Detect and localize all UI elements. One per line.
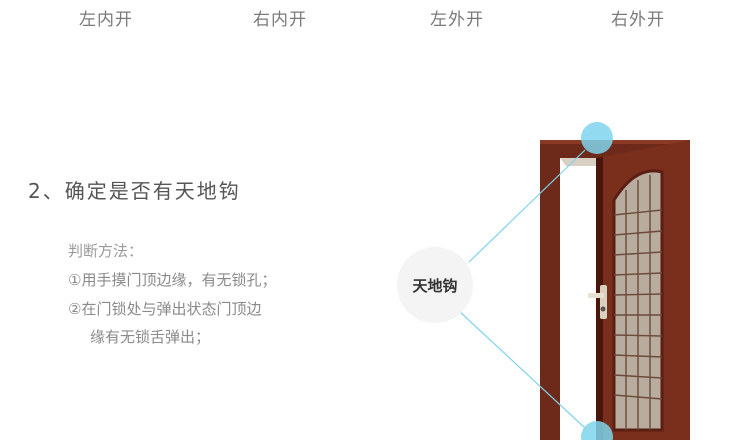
open-type-right-outward: 右外开	[611, 10, 665, 30]
bottom-hook-highlight	[581, 421, 613, 440]
section-title: 2、确定是否有天地钩	[28, 179, 241, 203]
open-type-left-inward: 左内开	[79, 10, 133, 30]
method-step-2: ②在门锁处与弹出状态门顶边	[68, 300, 262, 318]
top-hook-highlight	[581, 122, 613, 154]
heaven-earth-hook-callout: 天地钩	[397, 247, 473, 323]
door-handle	[600, 285, 607, 319]
method-step-2-continued: 缘有无锁舌弹出；	[90, 328, 211, 346]
method-step-1: ①用手摸门顶边缘，有无锁孔；	[68, 271, 277, 289]
panel-grille	[613, 175, 663, 430]
open-type-right-inward: 右内开	[253, 10, 307, 30]
method-title: 判断方法：	[68, 242, 144, 260]
open-type-left-outward: 左外开	[430, 10, 484, 30]
